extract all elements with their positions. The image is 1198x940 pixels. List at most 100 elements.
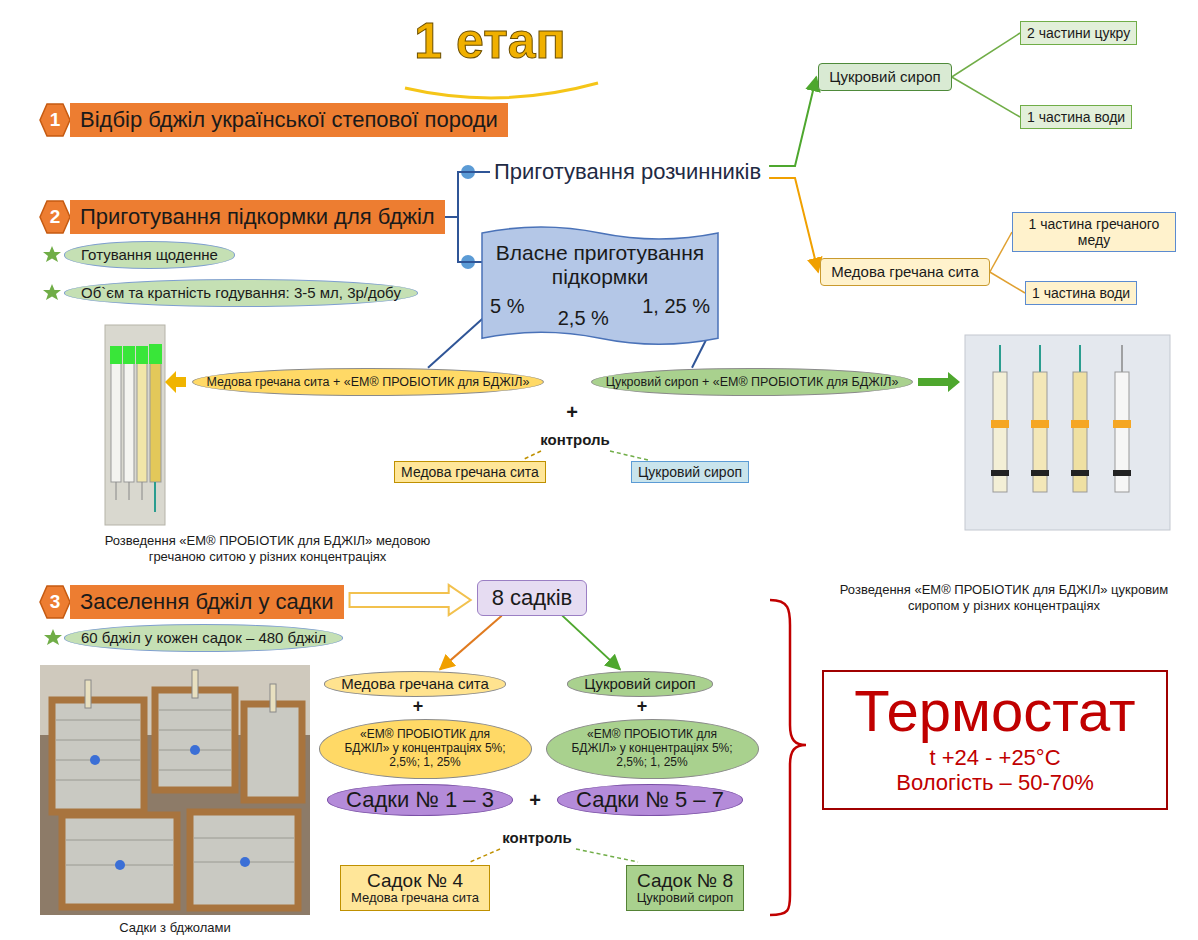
node-text: Цукровий сироп (638, 464, 742, 480)
probiotic-ellipse: «ЕМ® ПРОБІОТИК для БДЖІЛ» у концентрація… (319, 719, 532, 778)
diagram-title: 1 етап (414, 12, 565, 70)
cage-count-box: 8 садків (477, 580, 588, 615)
node-text: Об`єм та кратність годування: 3-5 мл, 3р… (81, 284, 401, 301)
node-text: 2,5 % (558, 307, 609, 330)
node-text: Садок № 8 (637, 870, 733, 892)
plus-sign: + (637, 696, 648, 718)
step-number: 1 (40, 104, 70, 136)
arrow-connector (769, 77, 816, 166)
node-text: 1 частина гречаного меду (1019, 216, 1169, 248)
node-text: 3 (50, 591, 61, 613)
feed-ellipse: Медова гречана сита (324, 671, 506, 696)
step-band: Відбір бджіл української степової породи (70, 103, 508, 136)
wave-banner: Власне приготування підкормки 5 % 2,5 % 1, … (482, 225, 718, 346)
branch-line (952, 77, 1020, 117)
node-text: 1 частина води (1032, 285, 1130, 301)
syringe-photo (965, 335, 1170, 530)
leader-line (470, 849, 500, 862)
node-text: 60 бджіл у кожен садок – 480 бджіл (81, 629, 326, 646)
ingredient-box: 1 частина гречаного меду (1012, 212, 1176, 252)
node-text: Приготування розчинників (494, 159, 761, 184)
node-text: Відбір бджіл української степової породи (80, 107, 498, 132)
note-ellipse: Об`єм та кратність годування: 3-5 мл, 3р… (64, 279, 418, 306)
feed-ellipse: Цукровий сироп (567, 671, 712, 696)
mix-ellipse: Цукровий сироп + «ЕМ® ПРОБІОТИК для БДЖІ… (591, 368, 914, 396)
node-text: Медова гречана сита + «ЕМ® ПРОБІОТИК для… (207, 375, 530, 389)
solvent-box: Цукровий сироп (818, 63, 951, 90)
syringe-photo (105, 325, 165, 525)
bracket-line (445, 217, 482, 262)
control-cage-box: Садок № 8Цукровий сироп (626, 865, 745, 912)
node-text: t +24 - +25°C (929, 745, 1060, 770)
block-arrow (350, 585, 471, 615)
node-text: Садки № 5 – 7 (576, 787, 724, 812)
control-cage-box: Садок № 4Медова гречана сита (340, 865, 490, 912)
note-ellipse: 60 бджіл у кожен садок – 480 бджіл (64, 624, 343, 651)
node-text: Термостат (854, 678, 1135, 745)
node-text: Медова гречана сита (351, 891, 479, 906)
curly-brace (770, 600, 806, 915)
ingredient-box: 1 частина води (1025, 281, 1137, 305)
control-box: Цукровий сироп (631, 461, 749, 483)
cages-photo (40, 665, 310, 915)
step-band: Заселення бджіл у садки (70, 585, 344, 618)
arrow-connector (562, 616, 620, 670)
node-text: «ЕМ® ПРОБІОТИК для БДЖІЛ» у концентрація… (338, 728, 513, 769)
plus-sign: + (413, 696, 424, 718)
leader-line (610, 451, 648, 460)
branch-line (952, 33, 1020, 77)
step-band: Приготування підкормки для бджіл (70, 200, 445, 233)
note-ellipse: Готування щоденне (64, 241, 235, 268)
node-text: Медова гречана сита (341, 675, 489, 692)
leader-line (576, 849, 638, 862)
section-heading: Приготування розчинників (490, 157, 765, 186)
cage-group-ellipse: Садки № 1 – 3 (327, 784, 513, 815)
node-text: Медова гречана сита (831, 263, 979, 280)
arrow-connector (440, 616, 502, 670)
node-text: 5 % (490, 295, 524, 318)
node-text: «ЕМ® ПРОБІОТИК для БДЖІЛ» у концентрація… (565, 728, 740, 769)
node-text: 1 (50, 109, 61, 131)
probiotic-ellipse: «ЕМ® ПРОБІОТИК для БДЖІЛ» у концентрація… (546, 719, 759, 778)
pointer-arrow (165, 371, 186, 393)
node-text: Медова гречана сита (401, 464, 539, 480)
leader-line (522, 451, 541, 460)
photo-caption: Садки з бджолами (119, 920, 231, 936)
ingredient-box: 2 частини цукру (1020, 21, 1137, 45)
bracket-line (445, 172, 490, 217)
control-box: Медова гречана сита (394, 461, 546, 483)
arrow-connector (769, 178, 818, 272)
plus-sign: + (566, 400, 578, 424)
branch-line (990, 232, 1012, 272)
node-text: 2 (50, 206, 61, 228)
branch-line (990, 272, 1025, 293)
mix-ellipse: Медова гречана сита + «ЕМ® ПРОБІОТИК для… (192, 368, 545, 396)
node-text: Вологість – 50-70% (896, 770, 1093, 795)
photo-caption: Розведення «ЕМ® ПРОБІОТИК для БДЖІЛ» мед… (100, 533, 435, 564)
title-underline (405, 83, 598, 98)
node-text: Садки № 1 – 3 (346, 787, 494, 812)
node-text: Садок № 4 (367, 870, 463, 892)
thermostat-box: Термостатt +24 - +25°CВологість – 50-70% (822, 670, 1167, 809)
node-text: 1, 25 % (642, 295, 710, 318)
pointer-arrow (918, 372, 960, 392)
solvent-box: Медова гречана сита (820, 258, 990, 285)
step-number: 3 (40, 586, 70, 618)
star-symbol (44, 629, 62, 645)
node-text: 8 садків (492, 585, 573, 610)
step-number: 2 (40, 201, 70, 233)
node-text: Цукровий сироп (584, 675, 695, 692)
node-text: Цукровий сироп (829, 68, 940, 85)
star-symbol (43, 246, 61, 262)
node-text: 2 частини цукру (1027, 25, 1130, 41)
control-label: контроль (540, 431, 610, 449)
node-text: Власне приготування підкормки (490, 241, 710, 289)
photo-caption: Розведення «ЕМ® ПРОБІОТИК для БДЖІЛ» цук… (815, 582, 1193, 613)
node-text: Заселення бджіл у садки (80, 589, 334, 614)
node-text: Готування щоденне (81, 246, 218, 263)
cage-group-ellipse: Садки № 5 – 7 (557, 784, 743, 815)
node-text: Приготування підкормки для бджіл (80, 204, 435, 229)
node-text: Цукровий сироп + «ЕМ® ПРОБІОТИК для БДЖІ… (606, 375, 899, 389)
node-text: 1 частина води (1027, 109, 1125, 125)
control-label: контроль (502, 829, 572, 847)
